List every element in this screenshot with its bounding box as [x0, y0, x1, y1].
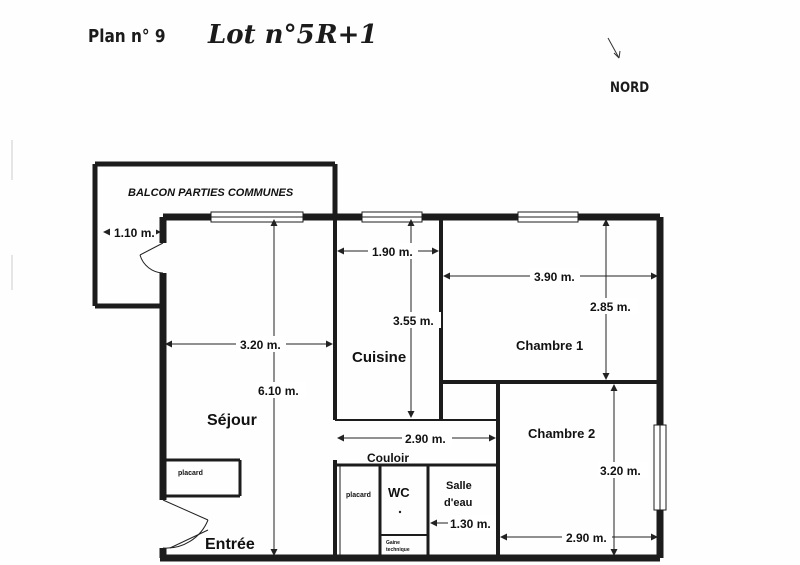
- dimension-labels: 1.10 m. 1.90 m. 3.90 m. 3.55 m. 2.85 m. …: [110, 224, 648, 545]
- label-placard-sejour: placard: [178, 470, 203, 477]
- dim-cuisine-depth: 3.55 m.: [393, 314, 434, 328]
- label-salle-eau-1: Salle: [446, 480, 472, 492]
- lot-number: Lot n°5: [208, 20, 315, 50]
- label-balcon: BALCON PARTIES COMMUNES: [128, 187, 294, 199]
- dim-balcon-depth: 1.10 m.: [114, 226, 155, 240]
- label-cuisine: Cuisine: [352, 349, 406, 366]
- entrance-door: [162, 499, 209, 549]
- dim-chambre2-depth: 3.20 m.: [600, 464, 641, 478]
- windows: [210, 211, 667, 511]
- label-chambre1: Chambre 1: [516, 338, 583, 353]
- dim-couloir-length: 2.90 m.: [405, 432, 446, 446]
- label-placard-couloir: placard: [346, 492, 371, 499]
- dim-sejour-depth: 6.10 m.: [258, 384, 299, 398]
- label-sejour: Séjour: [207, 412, 257, 429]
- north-label: NORD: [610, 80, 650, 96]
- outer-walls: [159, 213, 664, 562]
- label-gaine-2: technique: [386, 547, 410, 553]
- dim-sejour-width: 3.20 m.: [240, 338, 281, 352]
- dim-salle-eau-width: 1.30 m.: [450, 517, 491, 531]
- interior-walls: [333, 217, 660, 558]
- floor-level: R+1: [316, 20, 378, 50]
- label-wc: WC: [388, 485, 410, 500]
- balcony-outline: [92, 161, 338, 309]
- label-salle-eau-2: d'eau: [444, 497, 472, 509]
- plan-number: Plan n° 9: [88, 26, 166, 47]
- north-arrow-icon: [607, 37, 620, 59]
- balcony-door: [139, 242, 164, 274]
- label-couloir: Couloir: [367, 451, 409, 465]
- dim-cuisine-width: 1.90 m.: [372, 245, 413, 259]
- dim-chambre1-width: 3.90 m.: [534, 270, 575, 284]
- label-gaine-1: Gaine: [386, 540, 400, 546]
- room-labels: BALCON PARTIES COMMUNES Séjour Cuisine C…: [128, 187, 595, 553]
- dim-chambre2-width: 2.90 m.: [566, 531, 607, 545]
- dim-chambre1-depth: 2.85 m.: [590, 300, 631, 314]
- label-entree: Entrée: [205, 536, 255, 553]
- placard-sejour: [163, 458, 242, 498]
- label-chambre2: Chambre 2: [528, 426, 595, 441]
